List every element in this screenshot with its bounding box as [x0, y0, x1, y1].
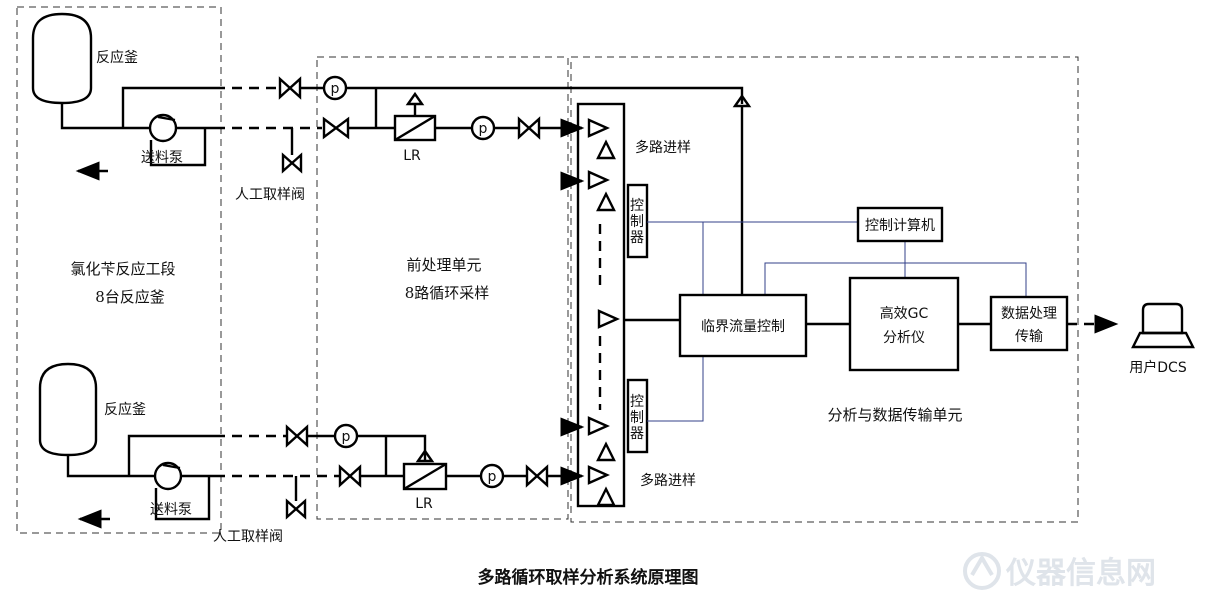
reaction-zone-label-line1: 氯化苄反应工段	[70, 260, 175, 278]
mux-port-7-out	[596, 441, 616, 462]
reactor-label-bottom: 反应釜	[104, 401, 146, 418]
gc-label-line2: 分析仪	[883, 330, 925, 346]
watermark-logo: 仪器信息网	[963, 552, 1156, 591]
lr-regulator-top-vent	[405, 91, 425, 106]
controller-top-char-3: 器	[630, 230, 644, 246]
mux-port-8-out	[596, 486, 616, 507]
controller-top-char-1: 控	[630, 198, 644, 214]
multiplexer-column	[576, 102, 626, 508]
signal-bus	[764, 262, 1027, 297]
bypass-top-bottom	[357, 434, 427, 461]
watermark-text: 仪器信息网	[1005, 556, 1156, 591]
controller-bottom-char-2: 制	[630, 410, 644, 426]
controller-bottom-char-3: 器	[630, 426, 644, 442]
return-header-top	[346, 86, 744, 104]
manual-valve-top	[281, 152, 303, 174]
manual-valve-bottom	[285, 498, 307, 520]
controller-bottom	[626, 378, 649, 454]
return-pipe-bottom	[127, 434, 215, 476]
mux-port-1-out	[596, 139, 616, 160]
critical-flow-box	[678, 293, 808, 358]
pretreat-zone-label: 前处理单元 8路循环采样	[405, 256, 490, 302]
reactor-vessel-bottom	[38, 362, 98, 457]
feed-pump-top-return	[149, 129, 207, 167]
manual-valve-label-bottom: 人工取样阀	[213, 529, 283, 545]
data-processing-label-line1: 数据处理	[1001, 306, 1057, 322]
user-dcs-label: 用户DCS	[1129, 359, 1187, 376]
control-computer-label: 控制计算机	[865, 218, 935, 234]
analysis-zone-boundary	[570, 56, 1079, 523]
analysis-zone-label: 分析与数据传输单元	[827, 406, 962, 424]
manual-valve-label-top: 人工取样阀	[235, 187, 305, 203]
return-valve-bottom	[285, 424, 309, 448]
return-pipe-top	[121, 86, 215, 128]
gc-analyzer-box	[848, 276, 960, 372]
mux-port-2-out	[596, 191, 616, 212]
controller-top-char-2: 制	[630, 214, 644, 230]
feed-pump-bottom-return	[154, 477, 211, 521]
data-processing-label-line2: 传输	[1015, 329, 1043, 345]
feed-pump-bottom	[153, 461, 183, 491]
mux-port-8	[587, 465, 610, 485]
reactor-outlet-pipe-top	[60, 103, 149, 130]
sample-valve-bottom	[525, 464, 549, 488]
lr-label-bottom: LR	[415, 496, 433, 512]
pretreat-zone-label-line2: 8路循环采样	[405, 284, 490, 302]
pressure-gauge-return-top-label: p	[331, 81, 340, 97]
mux-port-2	[587, 170, 610, 190]
feed-pump-top	[148, 113, 178, 143]
reaction-zone-label: 氯化苄反应工段 8台反应釜	[70, 260, 175, 306]
lr-regulator-bottom-vent	[415, 448, 435, 463]
inlet-valve-bottom	[338, 464, 362, 488]
reaction-zone-label-line2: 8台反应釜	[95, 288, 165, 306]
pump-label-top: 送料泵	[141, 150, 183, 166]
mux-port-1	[587, 118, 610, 138]
lr-label-top: LR	[403, 148, 421, 164]
feed-pump-bottom-mark	[162, 463, 181, 470]
pretreat-zone-label-line1: 前处理单元	[406, 256, 481, 274]
controller-top	[626, 183, 649, 259]
mux-common-port	[597, 309, 620, 329]
computer-terminal-icon	[1131, 302, 1195, 349]
multiplexer-label-bottom: 多路进样	[640, 472, 696, 489]
gc-label-line1: 高效GC	[880, 305, 929, 322]
pretreat-zone-boundary	[316, 56, 569, 520]
controller-top-label: 控 制 器	[630, 198, 644, 246]
pressure-gauge-inlet-top-label: p	[479, 121, 488, 137]
inlet-valve-top	[322, 116, 350, 140]
reactor-vessel-top	[31, 12, 93, 105]
feed-pump-top-mark	[157, 115, 176, 122]
reaction-zone-boundary	[16, 6, 222, 534]
signal-controller-bottom	[647, 356, 704, 422]
mux-port-7	[587, 416, 610, 436]
multiplexer-label-top: 多路进样	[635, 139, 691, 156]
return-valve-top	[278, 76, 302, 100]
pressure-gauge-inlet-bottom-label: p	[488, 469, 497, 485]
diagram-caption: 多路循环取样分析系统原理图	[478, 567, 699, 588]
critical-flow-label: 临界流量控制	[701, 319, 785, 335]
lr-regulator-top-diagonal	[394, 114, 436, 142]
lr-regulator-bottom-diagonal	[403, 462, 447, 491]
control-computer-box	[856, 206, 944, 243]
reactor-outlet-pipe-bottom	[66, 455, 155, 478]
controller-bottom-label: 控 制 器	[630, 394, 644, 442]
sample-valve-top	[517, 116, 541, 140]
pump-label-bottom: 送料泵	[150, 502, 192, 518]
reactor-label-top: 反应釜	[96, 49, 138, 66]
controller-bottom-char-1: 控	[630, 394, 644, 410]
pressure-gauge-return-bottom-label: p	[342, 429, 351, 445]
